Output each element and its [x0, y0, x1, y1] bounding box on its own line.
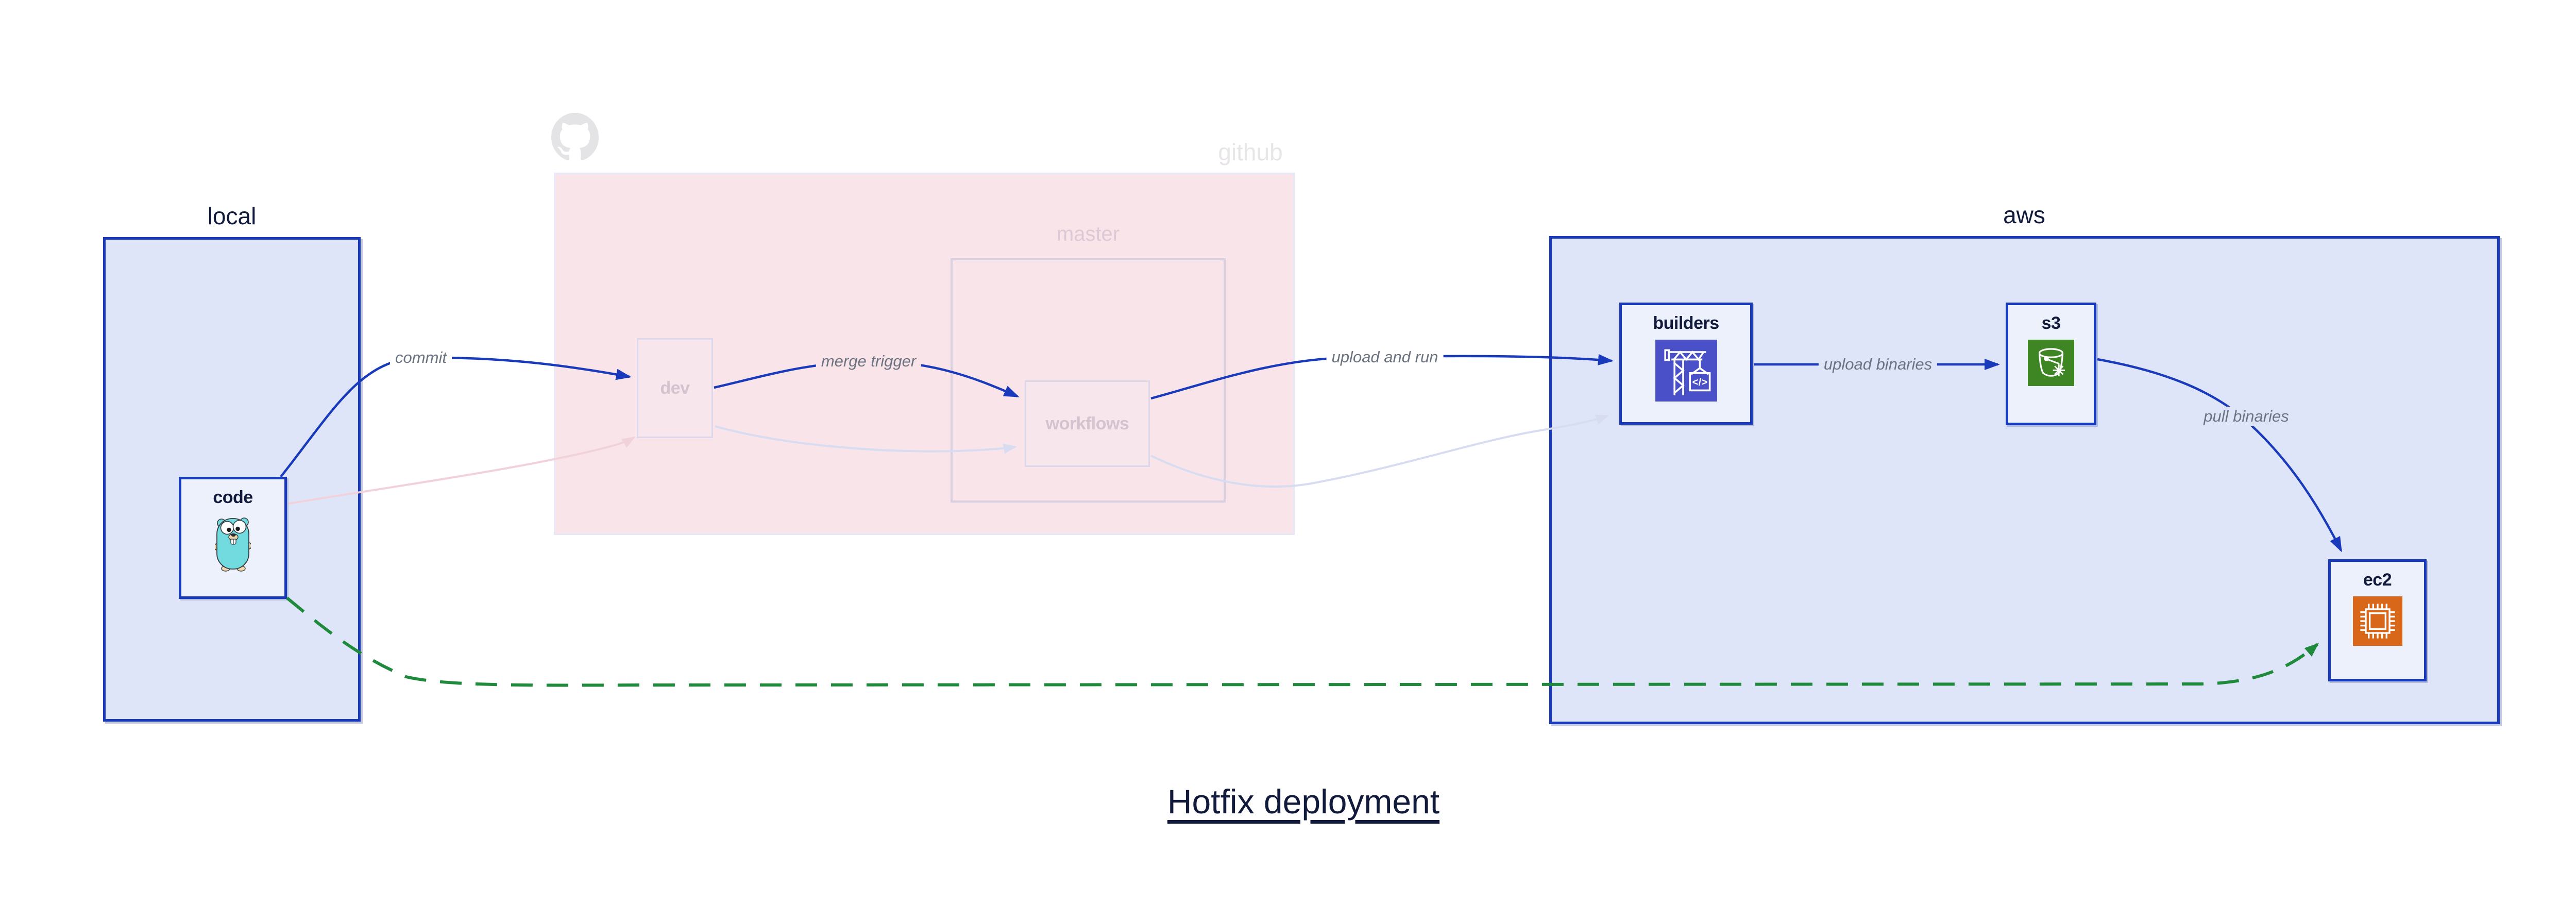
workflows-node: workflows	[1025, 380, 1150, 467]
workflows-node-label: workflows	[1045, 413, 1129, 433]
local-region-label: local	[207, 203, 257, 229]
code-node: code	[179, 477, 287, 599]
code-node-label: code	[213, 488, 253, 507]
upload-and-run-edge-label: upload and run	[1326, 347, 1444, 368]
commit-edge-label: commit	[390, 347, 452, 368]
codebuild-crane-icon: </>	[1655, 340, 1717, 402]
builders-node-label: builders	[1653, 313, 1719, 333]
aws-region-label: aws	[2003, 202, 2045, 228]
s3-node-label: s3	[2041, 313, 2061, 333]
dev-node-label: dev	[660, 378, 690, 398]
go-gopher-icon	[215, 517, 251, 572]
dev-node: dev	[637, 338, 713, 438]
s3-node: s3	[2006, 303, 2096, 425]
merge-trigger-edge-label: merge trigger	[816, 351, 922, 372]
pull-binaries-edge-label: pull binaries	[2198, 406, 2294, 427]
ec2-chip-icon	[2352, 596, 2402, 646]
upload-binaries-edge-label: upload binaries	[1818, 354, 1938, 375]
ec2-node: ec2	[2328, 559, 2427, 681]
octocat-icon	[551, 112, 599, 161]
ec2-node-label: ec2	[2363, 570, 2392, 590]
diagram-title: Hotfix deployment	[1167, 782, 1440, 821]
svg-text:</>: </>	[1692, 377, 1707, 388]
master-branch-label: master	[1056, 223, 1120, 245]
github-region-label: github	[1218, 139, 1283, 165]
s3-bucket-snowflake-icon	[2028, 340, 2074, 386]
builders-node: builders </>	[1619, 303, 1753, 425]
